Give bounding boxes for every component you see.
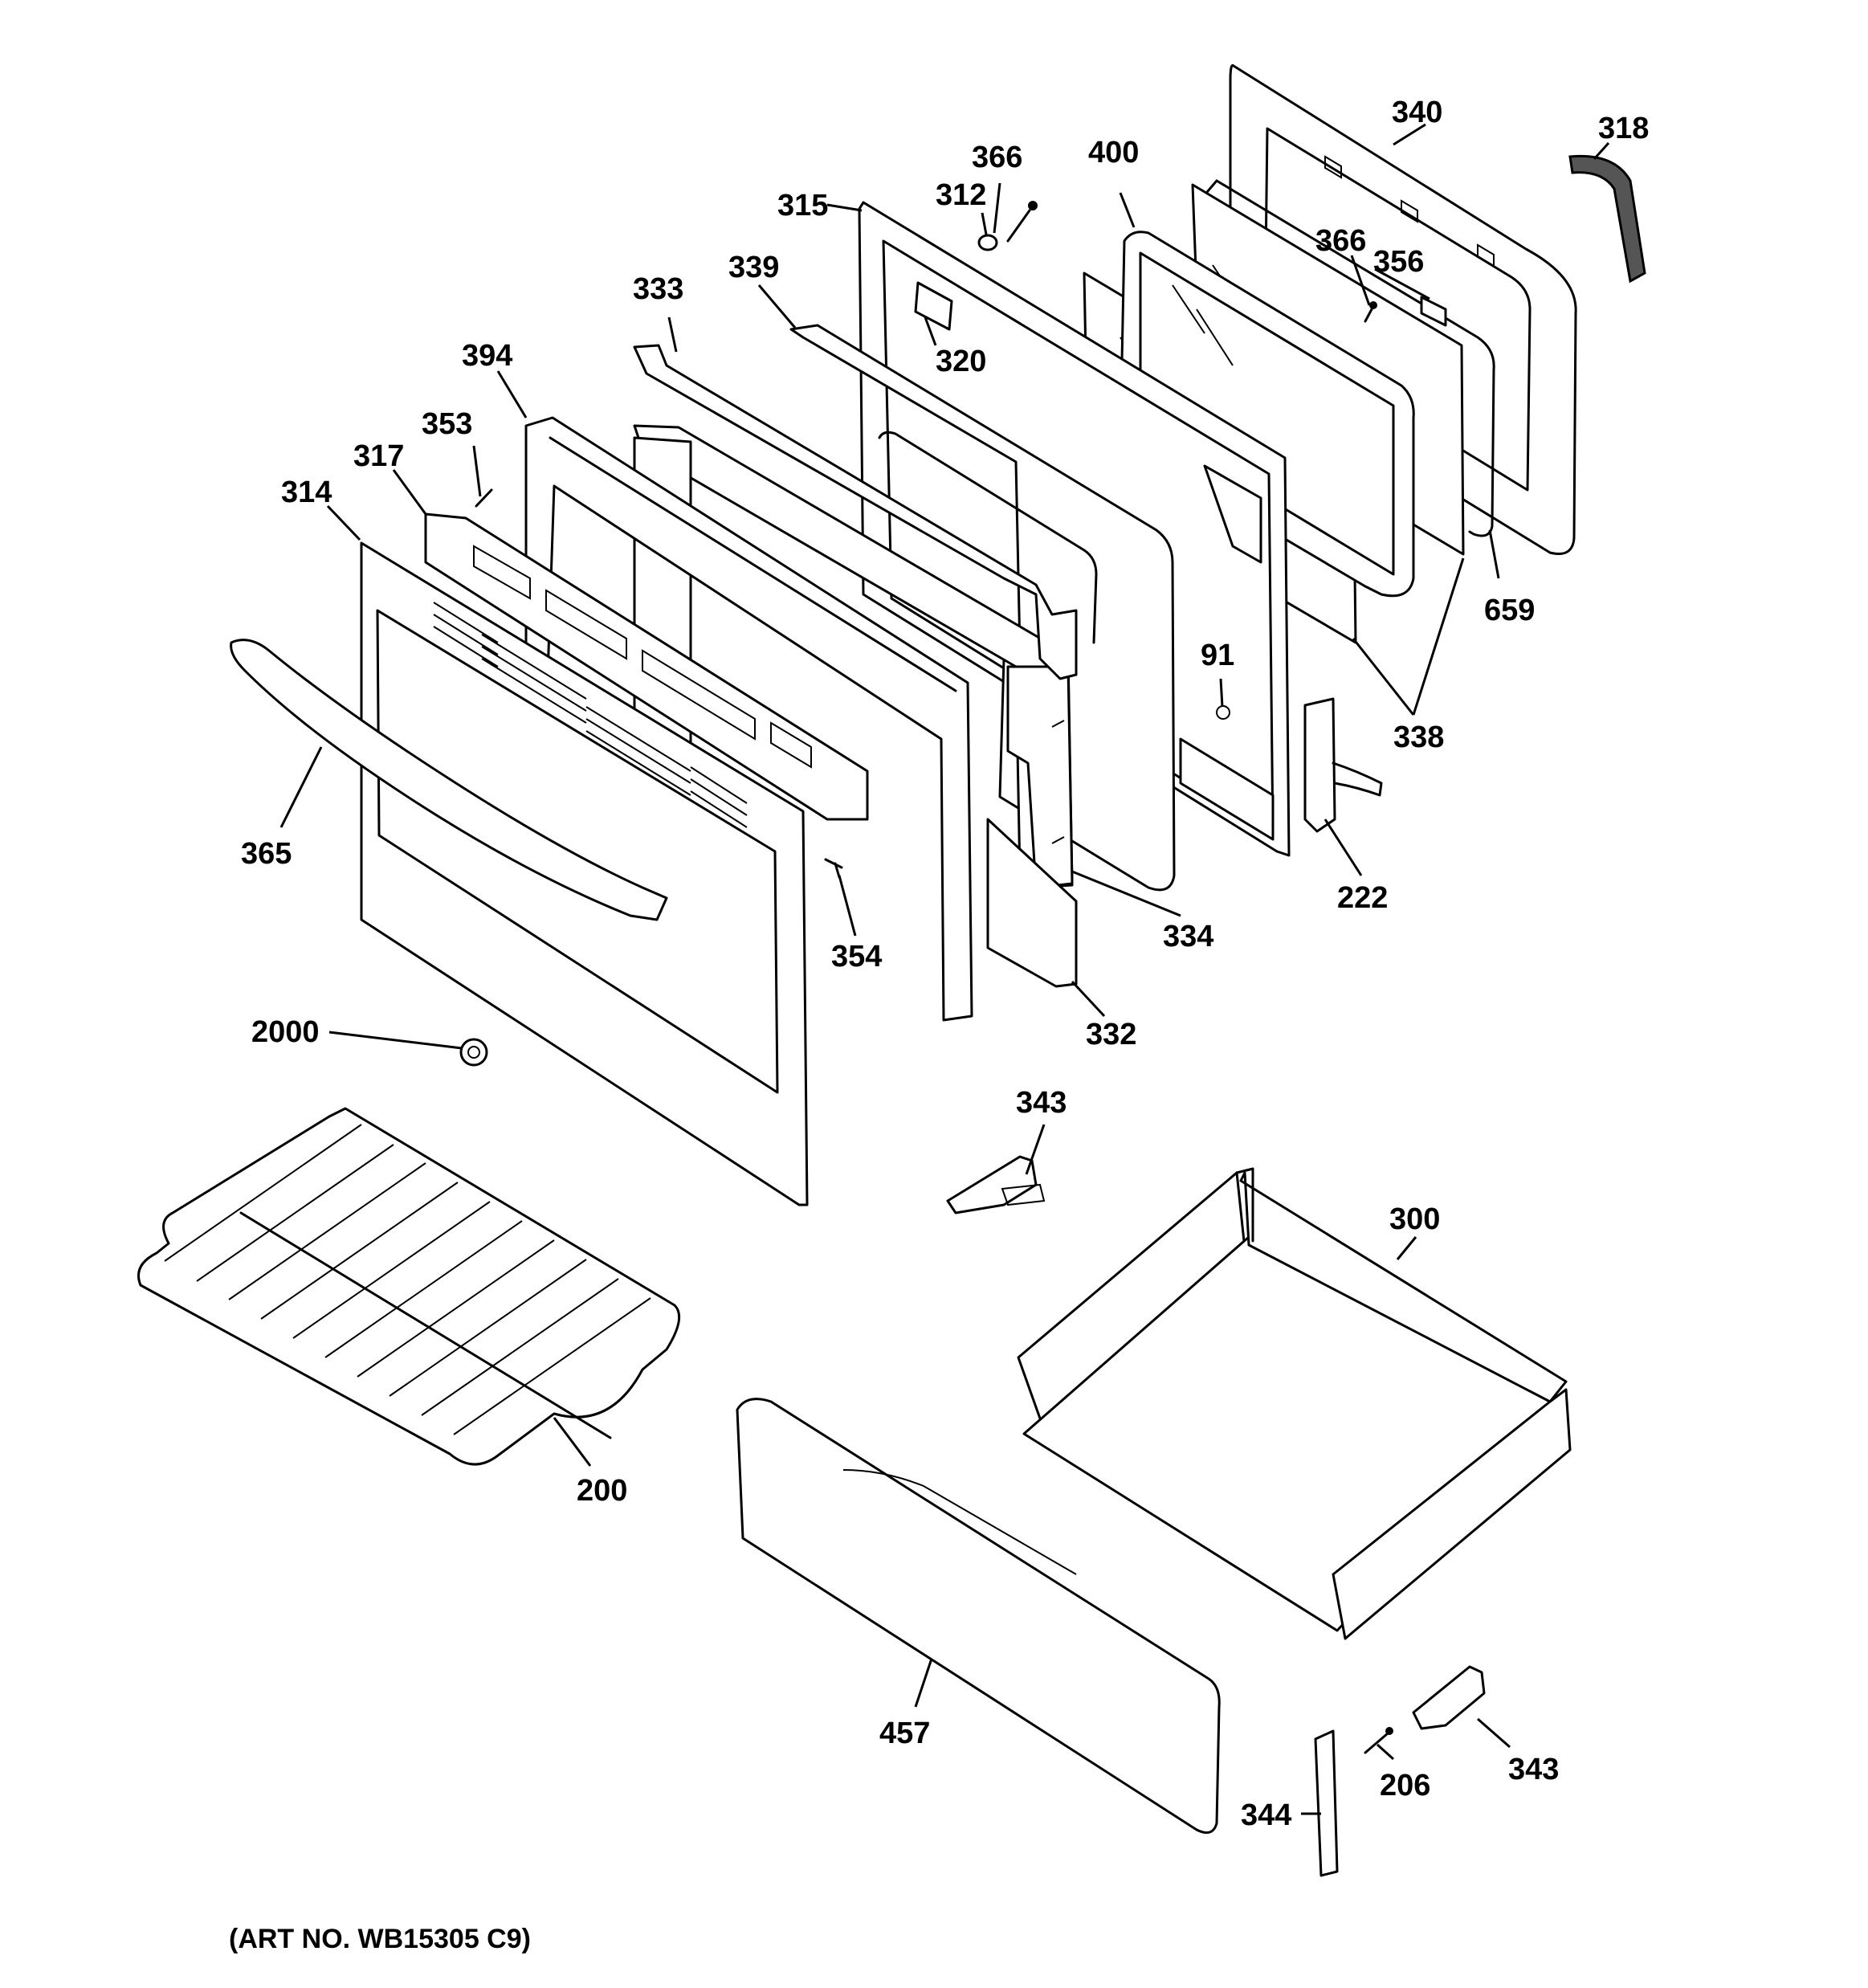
callout-2000: 2000 [251,1015,320,1049]
part-206-screw[interactable] [1364,1727,1393,1754]
callout-353: 353 [422,407,472,441]
part-333-door-top-insulation[interactable] [633,344,1078,680]
callout-91: 91 [1201,639,1234,672]
part-2000-badge[interactable] [459,1038,488,1067]
callout-222: 222 [1337,881,1388,915]
part-312-washer[interactable] [977,234,998,251]
callout-320: 320 [936,345,986,378]
callout-365: 365 [241,837,292,871]
part-343-drawer-glide-upper[interactable] [946,1155,1046,1214]
part-366-door-screw[interactable] [1364,301,1377,323]
part-317-vent-baffle[interactable] [424,512,869,821]
callout-200: 200 [577,1474,627,1508]
callout-354: 354 [831,940,882,974]
part-300-storage-drawer[interactable] [1017,1167,1572,1640]
callout-339: 339 [728,251,779,284]
callout-343-lower: 343 [1508,1753,1559,1786]
part-457-drawer-front-panel[interactable] [736,1398,1221,1835]
part-365-door-handle[interactable] [230,639,668,921]
callout-labels: 340 318 366 400 312 315 366 356 339 333 … [241,96,1649,1832]
part-343-drawer-glide-lower[interactable] [1412,1665,1486,1730]
part-356-glass-clip[interactable] [1420,296,1447,327]
callout-366-right: 366 [1315,224,1366,258]
part-339-inner-door-panel[interactable] [789,324,1176,892]
part-318-door-gasket[interactable] [1568,154,1646,284]
art-number: (ART NO. WB15305 C9) [229,1924,531,1954]
callout-400: 400 [1088,136,1139,169]
part-320-door-bracket[interactable] [914,281,953,331]
callout-457: 457 [879,1717,930,1750]
part-222-door-hinge[interactable] [1303,697,1383,833]
callout-340: 340 [1392,96,1442,129]
callout-333: 333 [633,272,683,306]
callout-314: 314 [281,476,332,509]
callout-344: 344 [1241,1798,1291,1832]
callout-318: 318 [1598,112,1649,145]
callout-356: 356 [1373,245,1424,279]
part-354-screw[interactable] [824,858,843,879]
part-366-door-screw-top[interactable] [1006,201,1038,243]
part-344-drawer-rail[interactable] [1314,1729,1339,1877]
callout-300: 300 [1389,1202,1440,1236]
callout-366-top: 366 [972,141,1022,174]
callout-394: 394 [462,339,512,373]
callout-315: 315 [777,189,828,222]
leader-lines [279,123,1610,1815]
callout-332: 332 [1086,1018,1136,1051]
callout-206: 206 [1380,1769,1430,1802]
callout-317: 317 [353,439,404,473]
callout-659: 659 [1484,594,1535,627]
callout-338: 338 [1393,720,1444,754]
part-353-screw[interactable] [475,488,493,508]
part-400-inner-door-assembly[interactable] [1119,231,1415,598]
callout-343-upper: 343 [1016,1086,1067,1120]
callout-334: 334 [1163,920,1213,953]
callout-312: 312 [936,178,986,212]
part-200-oven-rack[interactable] [137,1107,681,1466]
